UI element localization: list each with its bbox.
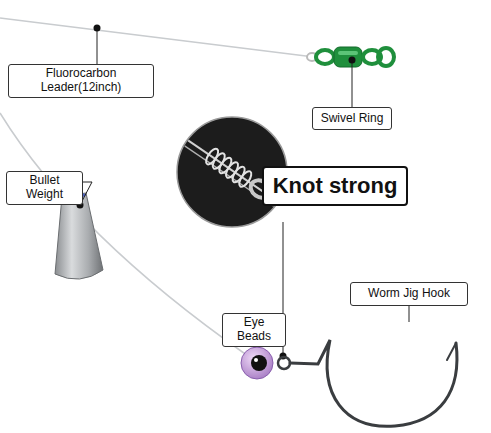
callout-box: Bullet Weight	[6, 171, 83, 205]
callout-text: Eye Beads	[227, 316, 281, 344]
leader-dot	[94, 25, 101, 32]
leader-line	[0, 18, 314, 57]
hook-shank	[290, 340, 457, 426]
swivel-ring	[378, 48, 394, 66]
leader-line-callout	[352, 60, 353, 107]
bead-eye	[251, 355, 267, 371]
worm-hook-symbol	[278, 340, 457, 426]
swivel-symbol	[307, 47, 394, 67]
callout-box: Eye Beads	[222, 313, 286, 347]
callout-box: Knot strong	[262, 166, 408, 206]
eye-bead-symbol	[241, 347, 273, 379]
callout-box: Swivel Ring	[312, 107, 392, 130]
leader-line-callout	[409, 306, 410, 322]
callout-box: Fluorocarbon Leader(12inch)	[8, 64, 154, 98]
callout-text: Knot strong	[273, 173, 398, 198]
callout-box: Worm Jig Hook	[350, 282, 468, 306]
swivel-highlight	[338, 51, 358, 55]
swivel-barrel	[334, 47, 362, 67]
leader-line-callout	[97, 28, 98, 64]
bead-body	[241, 347, 273, 379]
callout-text: Fluorocarbon Leader(12inch)	[13, 67, 149, 95]
callout-text: Worm Jig Hook	[368, 287, 450, 301]
hook-barb	[447, 343, 456, 360]
swivel-ring	[316, 50, 334, 64]
callout-text: Bullet Weight	[11, 174, 78, 202]
leader-dot	[349, 57, 356, 64]
weight-body	[55, 193, 103, 279]
bullet-weight-symbol	[55, 192, 103, 279]
bead-glint	[254, 358, 258, 362]
callout-text: Swivel Ring	[321, 112, 384, 126]
hook-eye	[278, 357, 290, 369]
